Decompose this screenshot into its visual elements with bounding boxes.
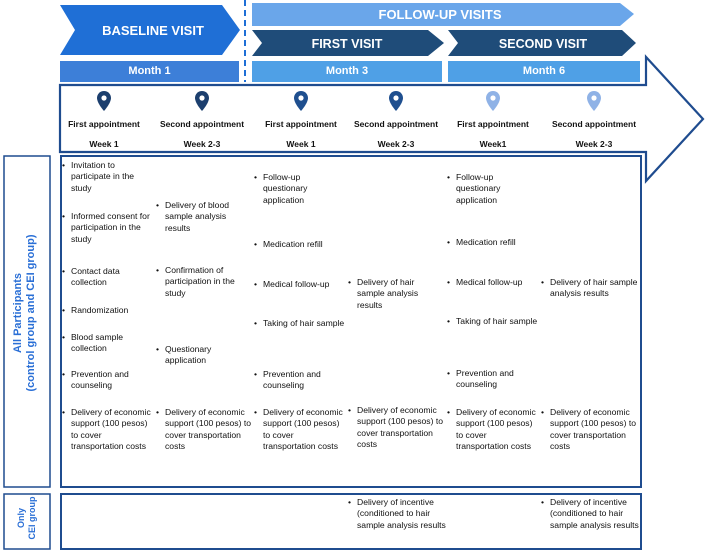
all-participants-label-box <box>3 155 51 488</box>
location-pin-icon <box>294 91 308 111</box>
first-visit-title: FIRST VISIT <box>311 37 383 51</box>
list-item: •Delivery of economic support (100 pesos… <box>348 405 443 449</box>
list-item: •Contact data collection <box>62 266 120 288</box>
all-participants-box <box>60 155 642 488</box>
list-item: •Medication refill <box>447 237 516 247</box>
month-3-bar: Month 3 <box>252 61 442 82</box>
month-1-bar: Month 1 <box>60 61 239 82</box>
week-label: Week 2-3 <box>183 139 221 149</box>
location-pin-icon <box>97 91 111 111</box>
cei-incentive-second-visit: •Delivery of incentive (conditioned to h… <box>541 497 640 549</box>
appointment-label: Second appointment <box>159 119 245 129</box>
location-pin-icon <box>195 91 209 111</box>
column-first-visit-second: •Delivery of hair sample analysis result… <box>348 160 444 485</box>
follow-up-visits-arrow <box>252 3 634 26</box>
only-cei-label: Only CEI group <box>16 478 38 558</box>
list-item: •Randomization <box>62 305 129 315</box>
list-item: •Informed consent for participation in t… <box>62 211 150 244</box>
timeline-arrow <box>58 54 705 184</box>
appointment-label: First appointment <box>265 119 337 129</box>
second-visit-arrow <box>448 30 636 56</box>
cei-box <box>60 493 642 550</box>
only-cei-text: Only CEI group <box>16 496 37 540</box>
list-item: •Delivery of blood sample analysis resul… <box>156 200 230 233</box>
list-item: •Delivery of economic support (100 pesos… <box>62 407 151 451</box>
all-participants-text: All Participants (control group and CEI … <box>12 234 37 392</box>
list-item: •Delivery of economic support (100 pesos… <box>447 407 536 451</box>
second-visit-title: SECOND VISIT <box>498 37 588 51</box>
list-item: •Delivery of hair sample analysis result… <box>348 277 419 310</box>
cei-incentive-first-visit: •Delivery of incentive (conditioned to h… <box>348 497 446 549</box>
week-label: Week 1 <box>286 139 316 149</box>
list-item: •Confirmation of participation in the st… <box>156 265 235 298</box>
week-label: Week 1 <box>89 139 119 149</box>
appointment-label: First appointment <box>457 119 529 129</box>
week-label: Week1 <box>479 139 507 149</box>
baseline-visit-arrow <box>60 5 240 55</box>
list-item: •Delivery of hair sample analysis result… <box>541 277 638 299</box>
location-pin-icon <box>486 91 500 111</box>
list-item: •Prevention and counseling <box>254 369 321 391</box>
list-item: •Follow-up questionary application <box>254 172 308 205</box>
list-item: •Medical follow-up <box>447 277 523 287</box>
list-item: •Delivery of economic support (100 pesos… <box>541 407 636 451</box>
list-item: •Delivery of incentive (conditioned to h… <box>348 497 446 530</box>
list-item: •Medication refill <box>254 239 323 249</box>
list-item: •Taking of hair sample <box>254 318 345 328</box>
appointment-label: Second appointment <box>551 119 637 129</box>
column-baseline-first: •Invitation to participate in the study … <box>62 160 154 485</box>
all-participants-label: All Participants (control group and CEI … <box>12 148 38 478</box>
list-item: •Follow-up questionary application <box>447 172 501 205</box>
week-label: Week 2-3 <box>377 139 415 149</box>
list-item: •Medical follow-up <box>254 279 330 289</box>
list-item: •Questionary application <box>156 344 212 366</box>
first-visit-arrow <box>252 30 444 56</box>
list-item: •Delivery of economic support (100 pesos… <box>254 407 343 451</box>
list-item: •Delivery of incentive (conditioned to h… <box>541 497 639 530</box>
appointment-label: Second appointment <box>353 119 439 129</box>
list-item: •Prevention and counseling <box>62 369 129 391</box>
location-pin-icon <box>389 91 403 111</box>
list-item: •Taking of hair sample <box>447 316 538 326</box>
list-item: •Invitation to participate in the study <box>62 160 135 193</box>
column-second-visit-second: •Delivery of hair sample analysis result… <box>541 160 640 485</box>
list-item: •Prevention and counseling <box>447 368 514 390</box>
column-second-visit-first: •Follow-up questionary application •Medi… <box>447 160 539 485</box>
baseline-visit-title: BASELINE VISIT <box>102 23 204 38</box>
week-label: Week 2-3 <box>575 139 613 149</box>
column-first-visit-first: •Follow-up questionary application •Medi… <box>254 160 346 485</box>
month-6-bar: Month 6 <box>448 61 640 82</box>
follow-up-visits-title: FOLLOW-UP VISITS <box>378 7 502 22</box>
appointment-label: First appointment <box>68 119 140 129</box>
location-pin-icon <box>587 91 601 111</box>
list-item: •Delivery of economic support (100 pesos… <box>156 407 251 451</box>
column-baseline-second: •Delivery of blood sample analysis resul… <box>156 160 252 485</box>
cei-label-box <box>3 493 51 550</box>
list-item: •Blood sample collection <box>62 332 124 354</box>
